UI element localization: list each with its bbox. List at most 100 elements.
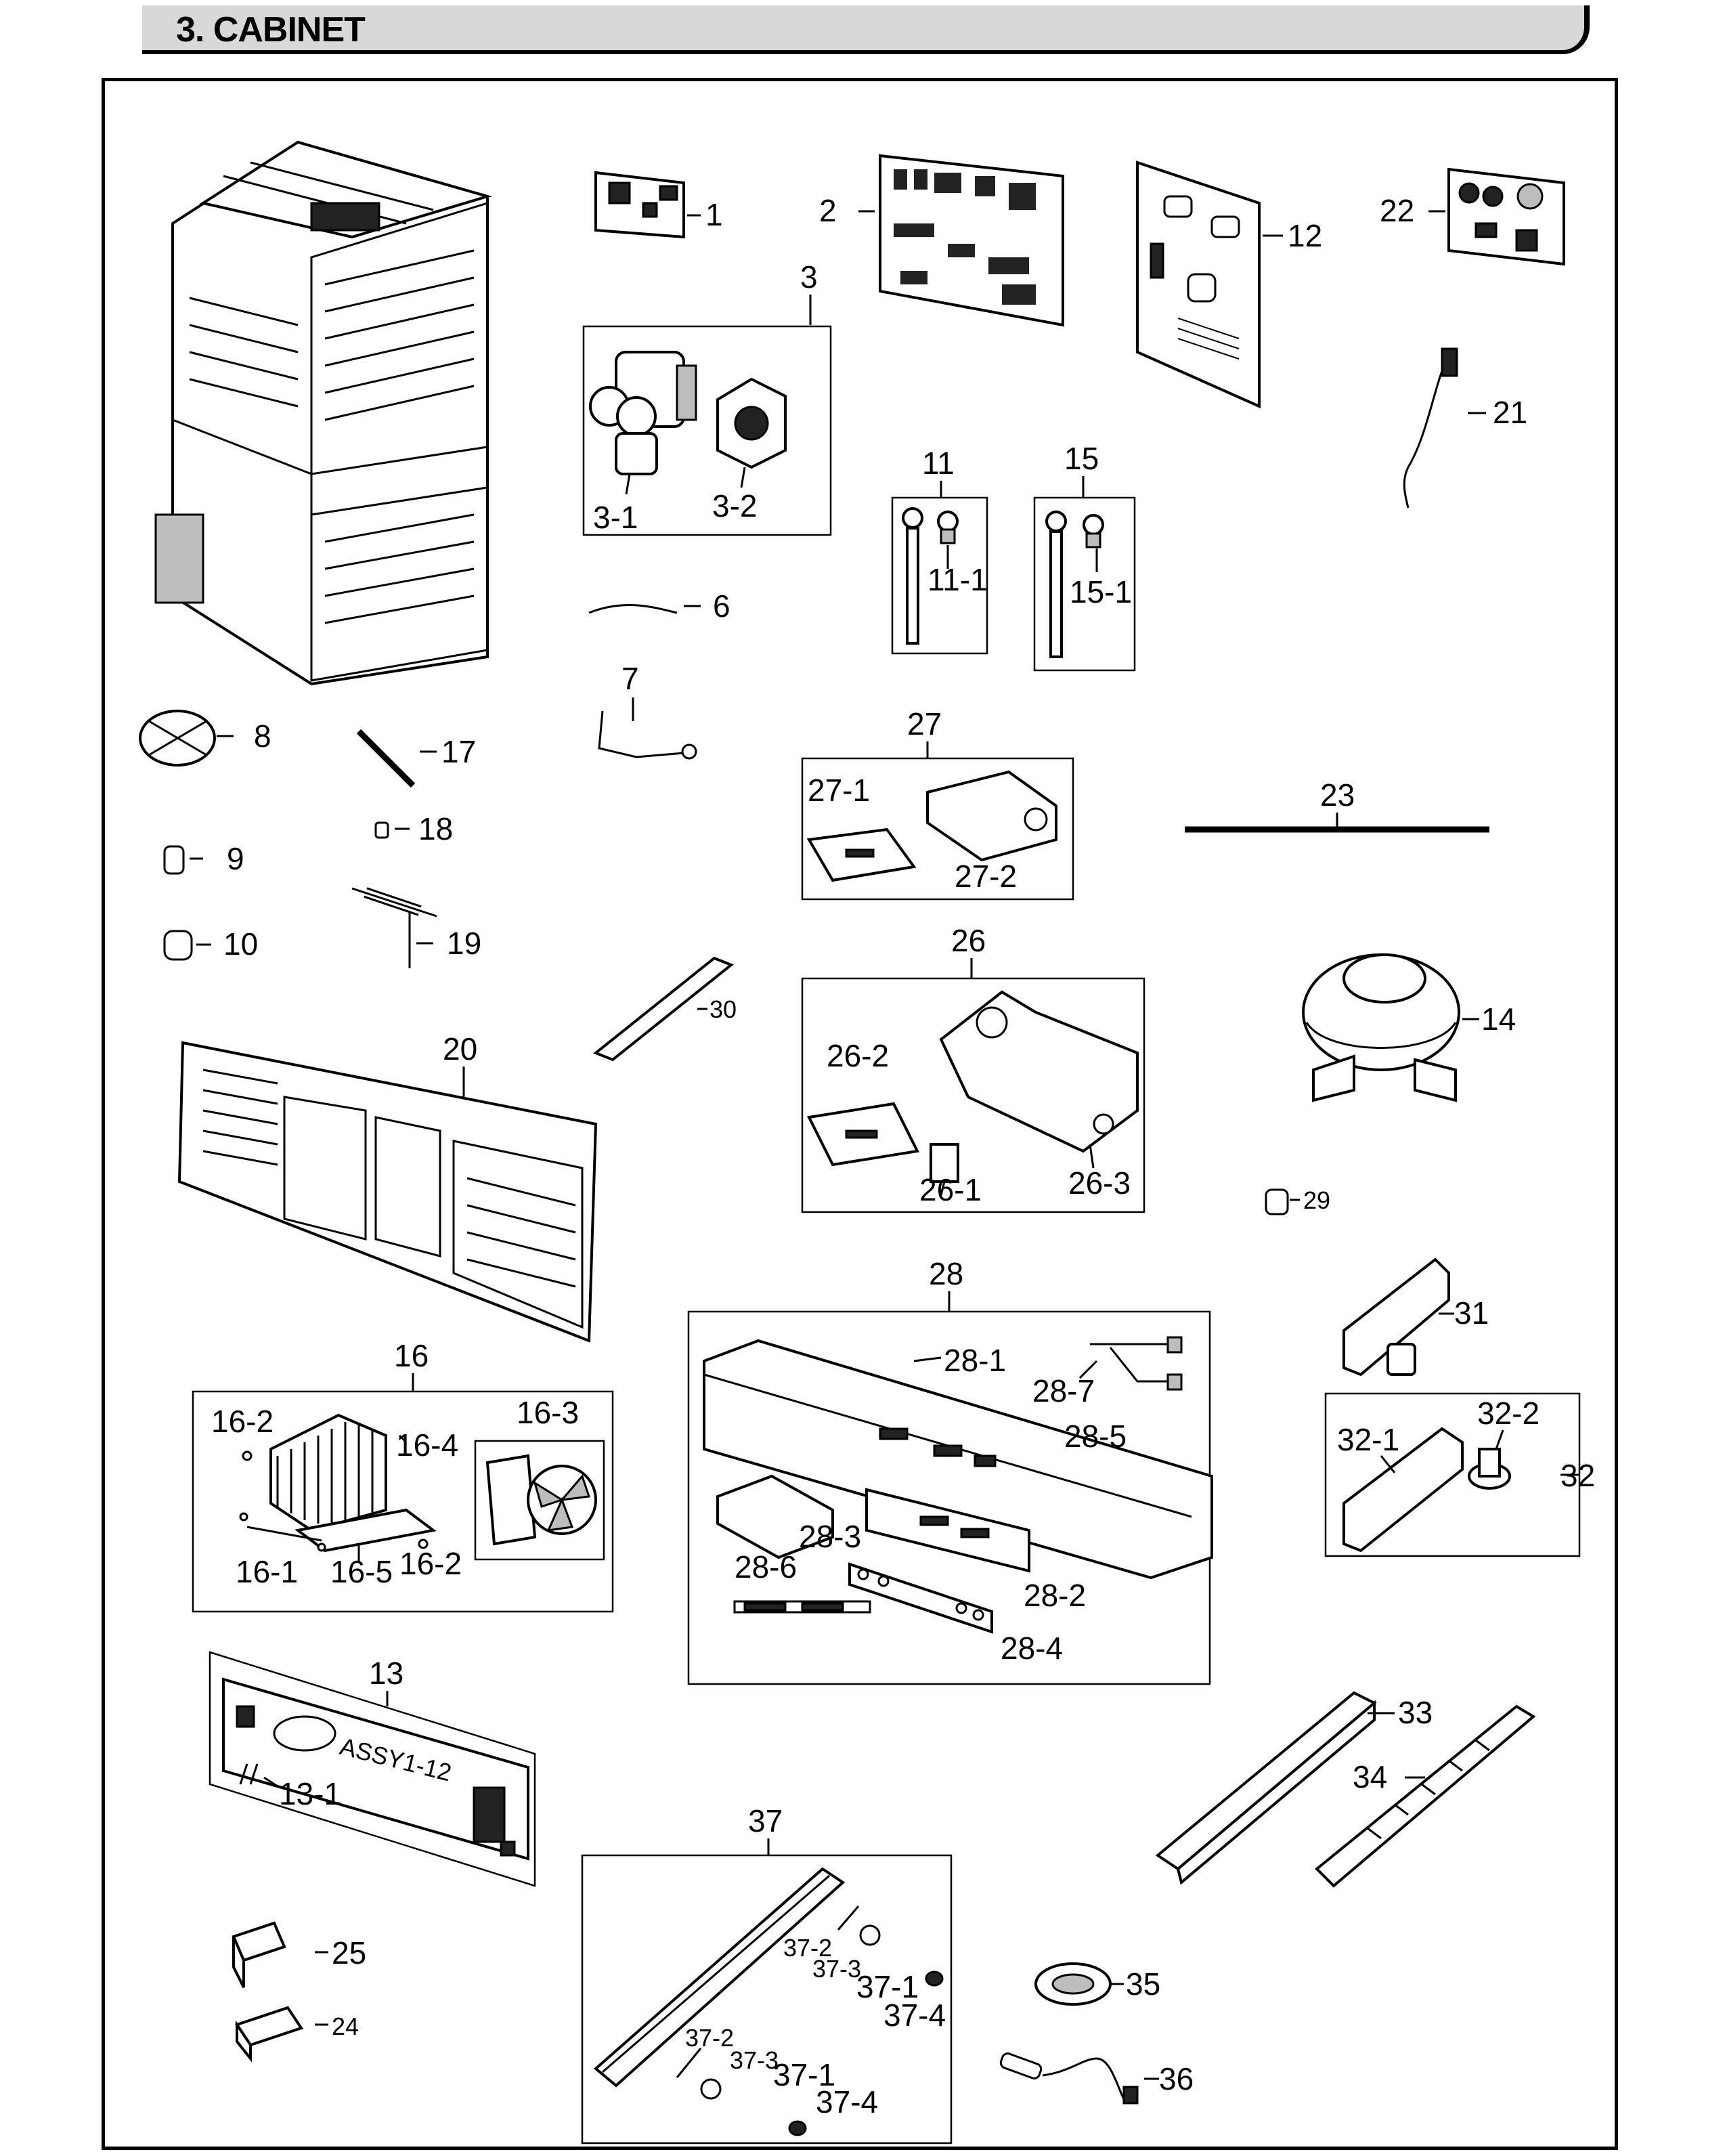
callout-26-2: 26-2 (827, 1038, 889, 1073)
callout-37-1a: 37-1 (856, 1969, 919, 2004)
evaporator-16-4 (269, 1413, 437, 1553)
callout-13-1: 13-1 (279, 1776, 341, 1811)
part-9 (163, 845, 185, 875)
water-valve-3-1 (589, 351, 697, 475)
hinge-26-1 (930, 1143, 959, 1196)
callout-29: 29 (1303, 1186, 1330, 1214)
callout-17: 17 (441, 734, 476, 769)
sensor-15 (1045, 511, 1104, 658)
callout-2: 2 (819, 193, 837, 228)
fan-assembly-16-3 (474, 1440, 605, 1561)
fitting-3-2 (716, 377, 787, 469)
callout-1: 1 (705, 197, 723, 232)
bracket-26-3 (939, 990, 1139, 1153)
callout-16: 16 (394, 1338, 429, 1373)
base-frame-28-5 (703, 1339, 1213, 1580)
callout-11-1: 11-1 (927, 562, 988, 597)
callout-27-2: 27-2 (955, 859, 1017, 894)
bracket-25 (232, 1921, 286, 1988)
callout-7: 7 (621, 661, 639, 696)
callout-31: 31 (1454, 1295, 1489, 1331)
callout-28-3: 28-3 (799, 1519, 861, 1554)
strip-28-6 (733, 1600, 871, 1614)
callout-9: 9 (227, 841, 244, 876)
bracket-27-2 (926, 770, 1057, 862)
callout-37-2b: 37-2 (685, 2024, 734, 2052)
group-box-11 (891, 496, 988, 655)
callout-19: 19 (447, 926, 481, 961)
group-box-16 (192, 1390, 614, 1613)
rail-37 (593, 1867, 846, 2088)
callout-24: 24 (332, 2012, 359, 2040)
callout-16-2b: 16-2 (399, 1546, 462, 1581)
callout-8: 8 (254, 718, 271, 754)
plate-26-2 (806, 1102, 920, 1167)
callout-36: 36 (1159, 2061, 1194, 2096)
callout-13: 13 (369, 1656, 403, 1691)
callout-15-1: 15-1 (1070, 574, 1132, 609)
callout-6: 6 (713, 588, 730, 624)
callout-10: 10 (223, 926, 258, 962)
callout-11: 11 (922, 446, 955, 481)
callout-37: 37 (748, 1803, 783, 1838)
callout-32: 32 (1560, 1458, 1595, 1493)
part-10 (163, 930, 193, 961)
hinge-31 (1342, 1257, 1450, 1377)
callout-27-1: 27-1 (808, 773, 870, 808)
compressor-14 (1302, 953, 1460, 1102)
callout-12: 12 (1288, 218, 1322, 253)
pcb-2-main (879, 154, 1064, 327)
wire-6 (588, 603, 678, 614)
cabinet-body (154, 140, 493, 686)
callout-22: 22 (1380, 193, 1414, 228)
callout-28-1: 28-1 (944, 1343, 1006, 1378)
callout-16-1: 16-1 (236, 1554, 298, 1589)
cover-12 (1136, 160, 1261, 409)
callout-3: 3 (800, 259, 818, 295)
callout-25: 25 (332, 1935, 366, 1970)
section-title: 3. CABINET (176, 10, 366, 49)
callout-35: 35 (1126, 1966, 1160, 2002)
callout-16-4: 16-4 (396, 1427, 458, 1463)
control-panel-13: ASSY1-12 (222, 1677, 529, 1861)
callout-27: 27 (907, 706, 942, 741)
plug-21 (1441, 347, 1458, 377)
callout-21: 21 (1493, 395, 1527, 430)
callout-28-7: 28-7 (1032, 1373, 1095, 1408)
pin-32-2 (1468, 1448, 1511, 1490)
callout-37-3b: 37-3 (730, 2046, 779, 2074)
callout-20: 20 (443, 1031, 477, 1066)
callout-14: 14 (1481, 1001, 1516, 1037)
callout-3-1: 3-1 (593, 500, 638, 535)
group-box-37 (581, 1854, 953, 2144)
rod-17 (356, 729, 416, 788)
callout-37-4b: 37-4 (816, 2084, 878, 2119)
group-box-15 (1033, 496, 1136, 672)
hinge-32-1 (1342, 1427, 1464, 1553)
power-cord-21 (1403, 355, 1450, 509)
heater-19 (351, 887, 437, 968)
callout-3-2: 3-2 (712, 488, 757, 523)
lamp-35 (1034, 1962, 1112, 2006)
rail-34 (1315, 1704, 1536, 1888)
bar-28-2 (865, 1488, 1030, 1573)
rail-30 (593, 956, 734, 1062)
callout-37-3a: 37-3 (812, 1955, 861, 1983)
callout-16-3: 16-3 (517, 1395, 579, 1430)
part-29 (1265, 1188, 1289, 1215)
harness-28-7 (1090, 1336, 1183, 1391)
callout-32-2: 32-2 (1477, 1396, 1540, 1431)
callout-28-4: 28-4 (1001, 1631, 1063, 1666)
pcb-1 (594, 171, 685, 239)
callout-37-4a: 37-4 (883, 1998, 946, 2033)
part-8-fan-cover (139, 710, 216, 767)
callout-33: 33 (1398, 1695, 1433, 1730)
group-box-13 (209, 1651, 536, 1887)
rail-33 (1155, 1691, 1377, 1885)
callout-26-1: 26-1 (919, 1172, 982, 1207)
section-header: 3. CABINET (142, 5, 1590, 54)
callout-23: 23 (1320, 777, 1355, 813)
roller-37-3b (676, 2048, 807, 2136)
callout-26-3: 26-3 (1068, 1165, 1131, 1201)
